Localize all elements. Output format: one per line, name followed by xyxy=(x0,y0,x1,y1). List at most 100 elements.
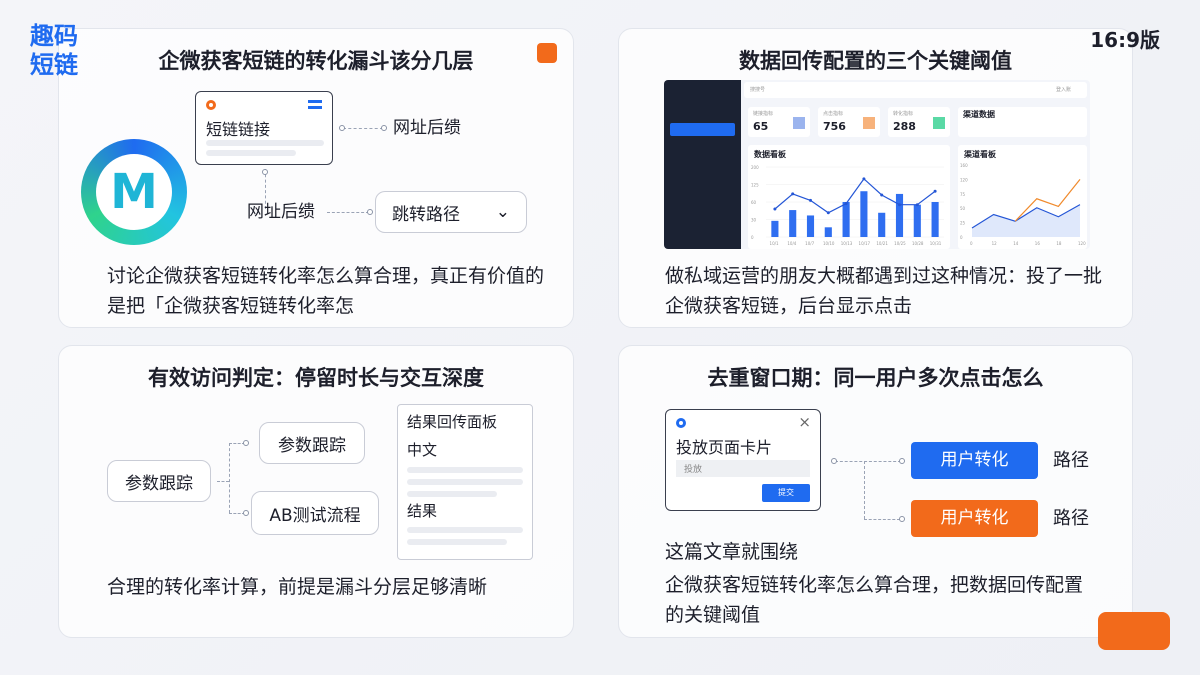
x-tick: 10/4 xyxy=(787,241,796,246)
bar xyxy=(771,220,779,237)
card-title: 短链链接 xyxy=(206,120,271,139)
panel-title: 企微获客短链的转化漏斗该分几层 xyxy=(158,49,474,73)
root-node[interactable]: 参数跟踪 xyxy=(107,460,211,502)
result-panel: 结果回传面板 中文 结果 xyxy=(397,404,533,560)
area xyxy=(972,204,1080,237)
panel-dedup-window: 去重窗口期：同一用户多次点击怎么 × 投放页面卡片 投放 提交 用户转化 用户转… xyxy=(618,345,1133,638)
child-node[interactable]: AB测试流程 xyxy=(251,491,379,535)
x-tick: 10/21 xyxy=(876,241,888,246)
y-tick: 160 xyxy=(960,163,968,168)
placement-card: × 投放页面卡片 投放 提交 xyxy=(665,409,821,511)
path-label: 路径 xyxy=(1053,508,1089,529)
bar xyxy=(789,210,797,237)
short-link-card[interactable]: 短链链接 xyxy=(195,91,333,165)
label: 网址后缋 xyxy=(393,118,461,138)
dropdown-value: 跳转路径 xyxy=(392,204,460,225)
y-tick: 60 xyxy=(751,200,757,205)
label: 网址后缋 xyxy=(247,202,315,222)
aspect-ratio-label: 16:9版 xyxy=(1090,28,1160,52)
board-title: 数据看板 xyxy=(754,150,786,159)
chevron-down-icon: ⌄ xyxy=(495,202,510,222)
panel-body: 这篇文章就围绕 xyxy=(665,541,799,563)
close-icon[interactable]: × xyxy=(798,413,811,431)
child-node[interactable]: 参数跟踪 xyxy=(259,422,365,464)
search-input[interactable]: 搜搜号 xyxy=(750,87,766,93)
bar xyxy=(913,204,921,237)
bar xyxy=(878,212,886,237)
point xyxy=(898,203,901,207)
channel-board-title: 渠道看板 xyxy=(964,150,996,159)
x-tick: 120 xyxy=(1078,241,1086,246)
y-tick: 120 xyxy=(960,177,968,182)
panel-title: 去重窗口期：同一用户多次点击怎么 xyxy=(707,366,1044,390)
orange-badge xyxy=(1098,612,1170,650)
channel-title: 渠道数据 xyxy=(963,110,995,119)
point xyxy=(933,189,937,193)
x-tick: 12 xyxy=(992,241,998,246)
user-conversion-button-blue[interactable]: 用户转化 xyxy=(911,442,1038,479)
x-tick: 10/17 xyxy=(859,241,871,246)
panel-funnel: 企微获客短链的转化漏斗该分几层 M 短链链接 网址后缋 网址后缋 跳转路径 ⌄ 讨… xyxy=(58,28,574,328)
y-tick: 50 xyxy=(960,206,966,211)
bar xyxy=(806,215,815,237)
orange-square xyxy=(537,43,557,63)
series-line xyxy=(774,177,936,214)
user-menu[interactable]: 登入账 xyxy=(1055,87,1071,93)
y-tick: 0 xyxy=(960,235,963,240)
x-tick: 10/28 xyxy=(912,241,924,246)
panel-body: 企微获客短链转化率怎么算合理，把数据回传配置的关键阈值 xyxy=(665,574,1084,626)
panel-title: 数据回传配置的三个关键阈值 xyxy=(739,49,1012,73)
bar-line-chart: 200 125 60 30 0 10/1 10/4 10/7 10/10 10/13 10/17 10… xyxy=(751,165,944,246)
x-tick: 18 xyxy=(1056,241,1062,246)
panel-title: 有效访问判定：停留时长与交互深度 xyxy=(148,366,484,390)
point xyxy=(791,192,795,196)
circle-icon xyxy=(676,418,686,428)
bar xyxy=(842,202,850,237)
circle-icon xyxy=(206,100,216,110)
panel-body: 讨论企微获客短链转化率怎么算合理，真正有价值的是把「企微获客短链转化率怎 xyxy=(107,265,545,317)
bar xyxy=(824,227,832,237)
bar xyxy=(895,193,904,237)
panel-body: 合理的转化率计算，前提是漏斗分层足够清晰 xyxy=(107,576,488,598)
x-tick: 0 xyxy=(970,241,973,246)
point xyxy=(809,198,812,202)
logo: 趣码短链 xyxy=(30,22,78,79)
line-chart: 160 120 75 50 25 0 0 12 14 16 18 120 xyxy=(960,163,1086,246)
series-line xyxy=(1014,179,1081,222)
m-logo-icon: M xyxy=(81,139,187,245)
y-tick: 75 xyxy=(960,192,966,197)
y-tick: 30 xyxy=(751,218,757,223)
series-line xyxy=(971,204,1081,229)
jump-path-dropdown[interactable]: 跳转路径 ⌄ xyxy=(375,191,527,233)
x-tick: 10/1 xyxy=(770,241,779,246)
x-tick: 16 xyxy=(1035,241,1041,246)
y-tick: 0 xyxy=(751,235,754,240)
panel-valid-visit: 有效访问判定：停留时长与交互深度 参数跟踪 参数跟踪 AB测试流程 结果回传面板… xyxy=(58,345,574,638)
y-tick: 25 xyxy=(960,221,966,226)
x-tick: 10/10 xyxy=(823,241,835,246)
submit-button[interactable]: 提交 xyxy=(762,484,810,502)
path-label: 路径 xyxy=(1053,450,1089,471)
y-tick: 125 xyxy=(751,183,759,188)
panel-body: 做私域运营的朋友大概都遇到过这种情况：投了一批企微获客短链，后台显示点击 xyxy=(665,265,1103,317)
x-tick: 10/7 xyxy=(805,241,814,246)
menu-icon xyxy=(308,100,322,109)
point xyxy=(773,207,777,211)
user-conversion-button-orange[interactable]: 用户转化 xyxy=(911,500,1038,537)
point xyxy=(826,211,830,215)
point xyxy=(862,177,866,181)
x-tick: 10/13 xyxy=(841,241,853,246)
card-input[interactable]: 投放 xyxy=(676,460,810,477)
x-tick: 10/31 xyxy=(930,241,942,246)
point xyxy=(844,202,848,206)
bar xyxy=(931,202,939,237)
y-tick: 200 xyxy=(751,165,759,170)
point xyxy=(880,193,884,197)
x-tick: 14 xyxy=(1013,241,1019,246)
sidebar xyxy=(664,80,741,249)
bar xyxy=(860,191,868,237)
